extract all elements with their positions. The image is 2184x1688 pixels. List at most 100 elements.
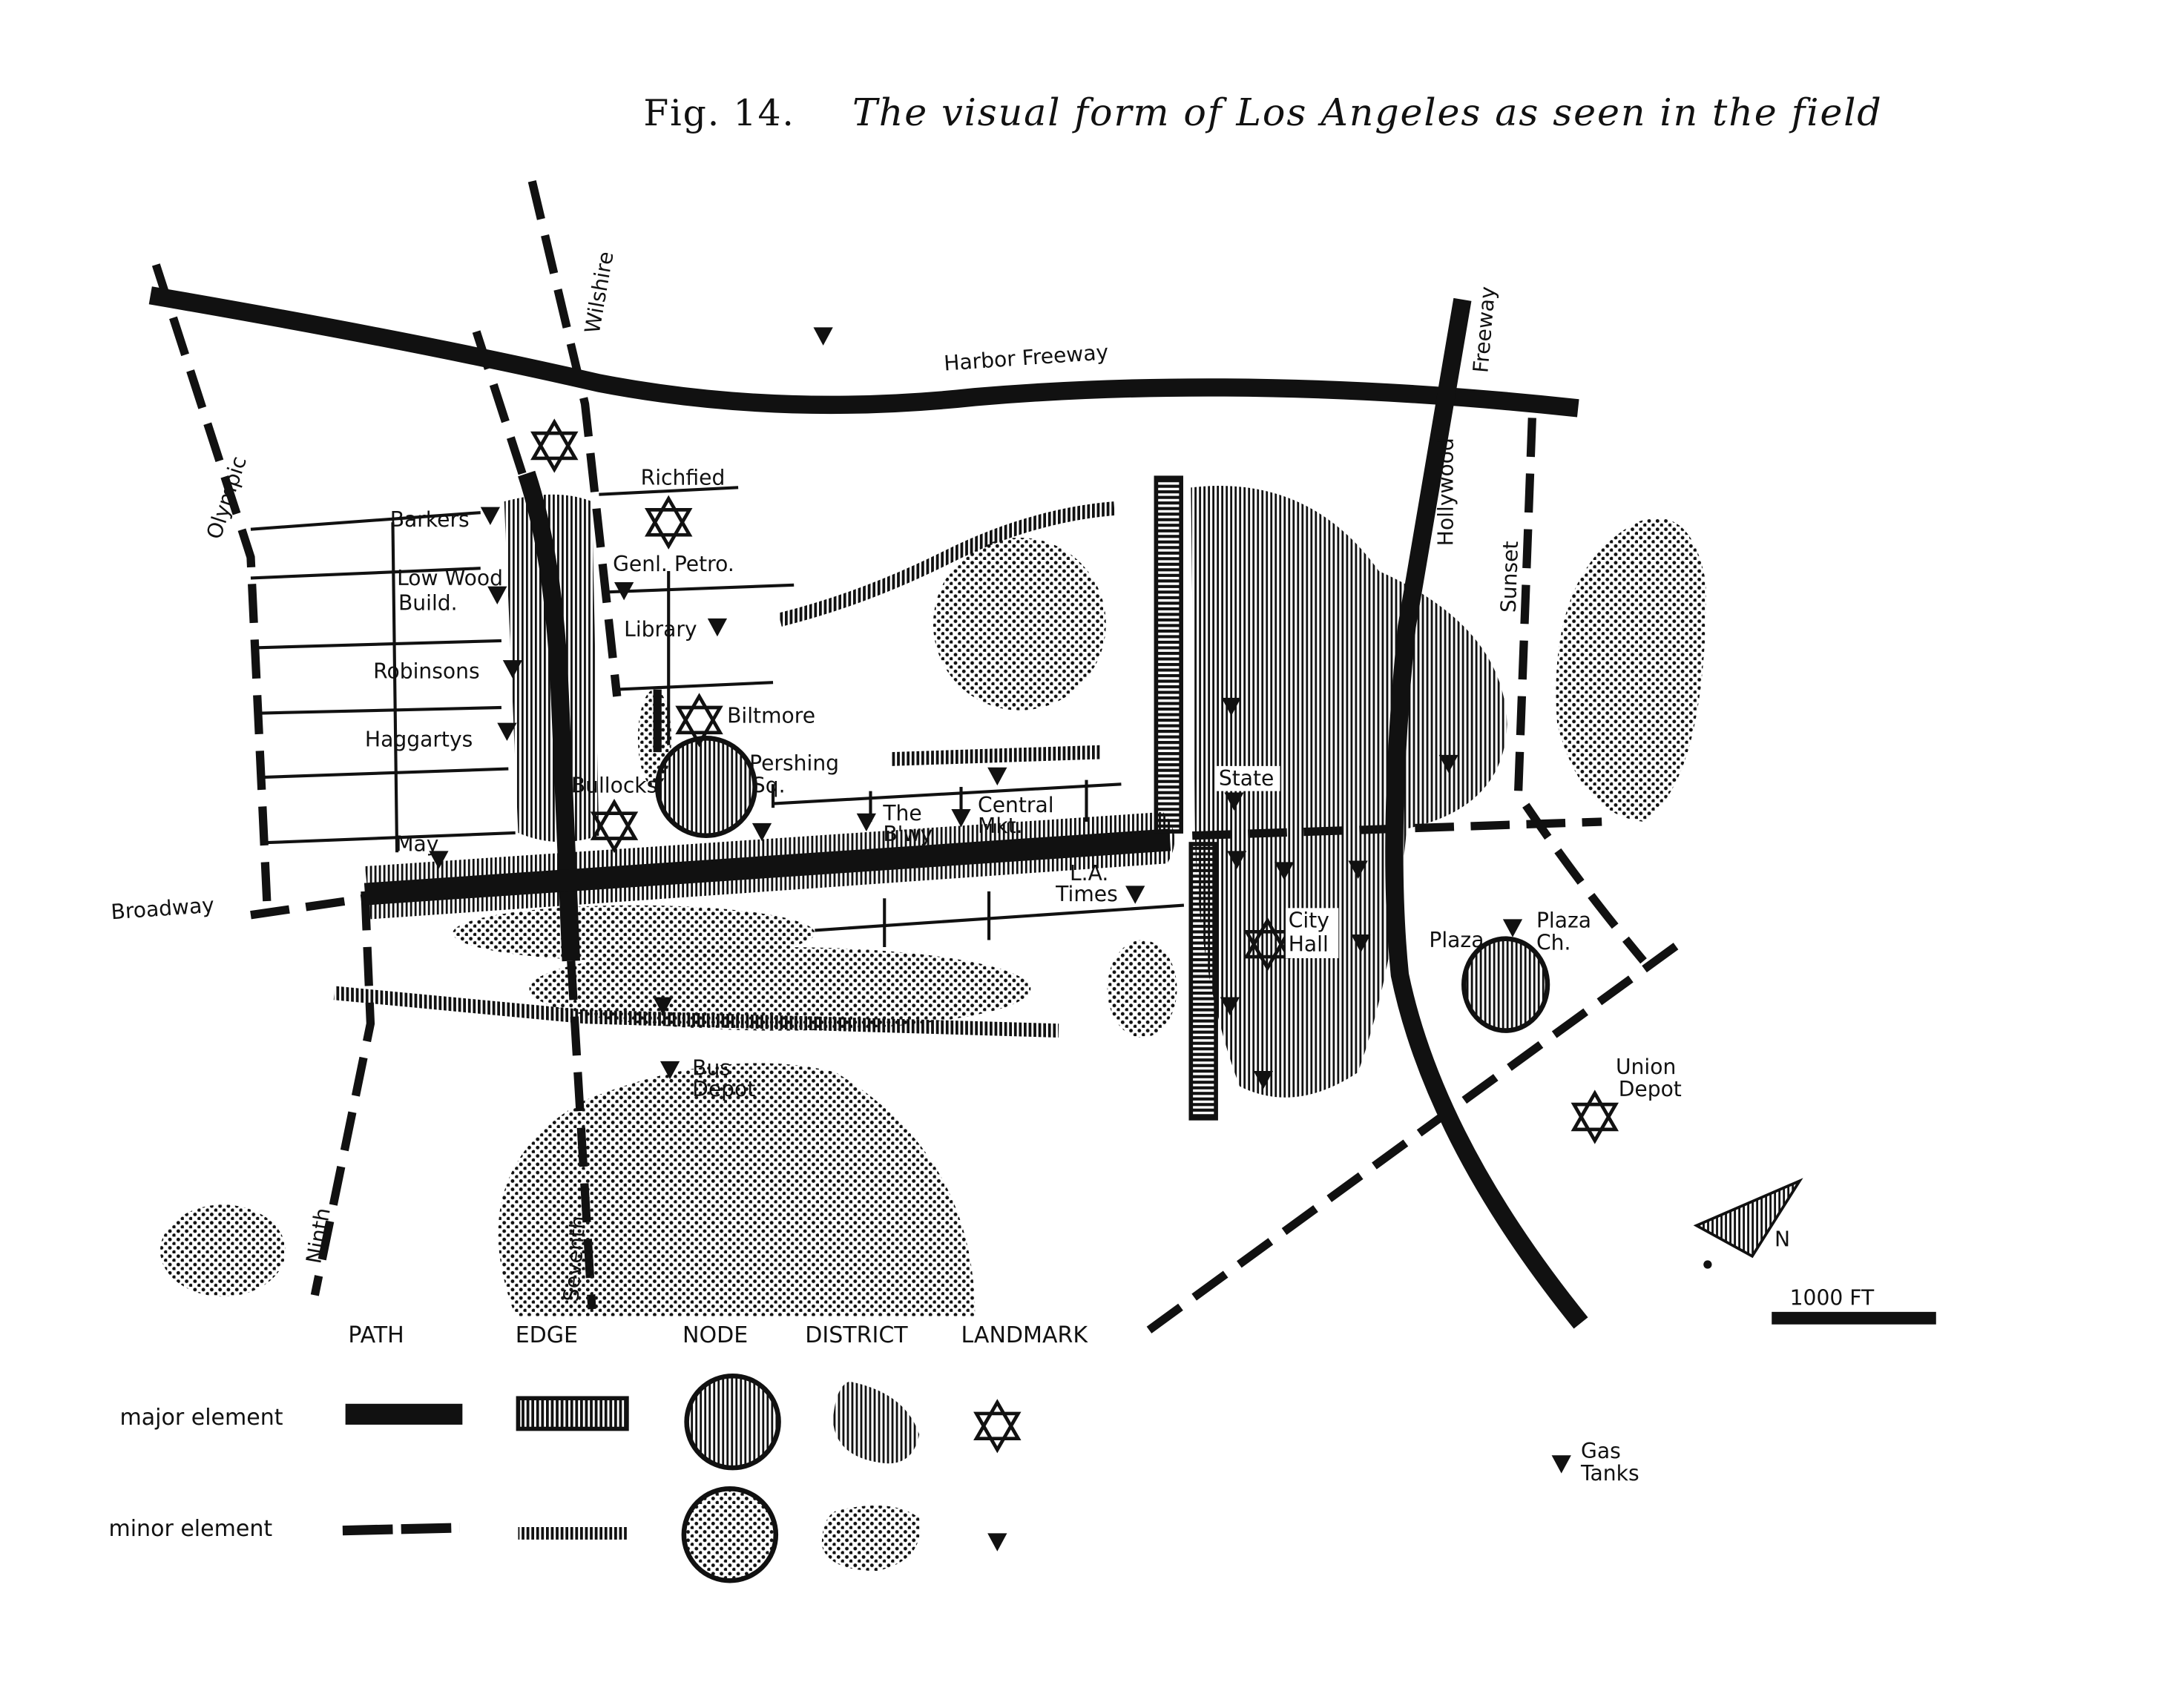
path-harbor-freeway [148, 286, 1579, 418]
minor-paths [151, 179, 1681, 1333]
path-seventh [518, 470, 580, 962]
legend-col-edge: EDGE [516, 1322, 578, 1348]
label-haggartys: Haggartys [365, 728, 473, 752]
triangle-icon [497, 722, 517, 742]
edges [333, 475, 1218, 1121]
label-the: The [882, 801, 921, 825]
label-sunset: Sunset [1496, 541, 1523, 613]
district-dotted-west [159, 1204, 286, 1297]
landmark-labels: Richfied Barkers Genl. Petro. Low Wood B… [365, 466, 1682, 1101]
label-gas: Gas [1581, 1439, 1621, 1463]
star-icon [533, 422, 575, 469]
label-may: May [395, 831, 438, 856]
label-freeway: Freeway [1468, 286, 1500, 374]
path-ninth [310, 891, 375, 1296]
legend-node-major [684, 1373, 781, 1471]
legend-path-major [345, 1403, 463, 1425]
label-barkers: Barkers [390, 507, 470, 532]
legend: PATH EDGE NODE DISTRICT LANDMARK major e… [108, 1322, 1089, 1583]
figure-caption: The visual form of Los Angeles as seen i… [852, 90, 1883, 134]
district-dotted-north [933, 537, 1106, 711]
triangle-icon [707, 618, 728, 637]
triangle-icon [951, 809, 971, 828]
label-la: L.A. [1070, 861, 1108, 886]
district-civic-center [1191, 486, 1507, 1098]
path-sunset [1513, 418, 1647, 964]
legend-col-node: NODE [682, 1322, 748, 1348]
edge-major-south [1188, 842, 1218, 1121]
north-arrow: N [1693, 1178, 1803, 1269]
label-plaza-ch-2: Ch. [1536, 931, 1570, 955]
label-sq: Sq. [752, 774, 786, 798]
district-dotted-east [1556, 518, 1706, 822]
path-olympic [151, 263, 272, 913]
edge-minor-curve [778, 501, 1115, 627]
triangle-icon [813, 327, 833, 346]
triangle-icon [987, 767, 1007, 786]
label-bullocks: Bullocks [571, 774, 658, 798]
scale-bar: 1000 FT [1772, 1285, 1936, 1325]
label-times: Times [1055, 882, 1118, 906]
scale-label: 1000 FT [1790, 1285, 1875, 1310]
star-icon [593, 802, 635, 850]
label-richfied: Richfied [641, 466, 726, 490]
edge-major-north [1154, 475, 1183, 834]
label-genl-petro: Genl. Petro. [613, 552, 734, 576]
path-broadway-west [250, 894, 366, 920]
label-central: Central [978, 793, 1054, 817]
legend-row-minor: minor element [108, 1516, 272, 1542]
label-bwy: B'wy [883, 822, 933, 846]
district-dotted-small [1107, 940, 1177, 1038]
triangle-icon [856, 813, 876, 832]
label-plaza: Plaza [1429, 928, 1484, 952]
edge-minor-mid [891, 745, 1101, 766]
label-harbor-freeway: Harbor Freeway [943, 340, 1109, 375]
edge-minor-south [333, 986, 1059, 1038]
label-mkt: Mkt. [978, 814, 1023, 838]
triangle-icon [1125, 886, 1145, 904]
triangle-icon [480, 507, 501, 526]
north-label: N [1774, 1227, 1790, 1252]
legend-col-landmark: LANDMARK [961, 1322, 1089, 1348]
legend-district-minor [821, 1505, 921, 1572]
triangle-icon [751, 822, 772, 842]
legend-landmark-major-star-icon [976, 1402, 1018, 1450]
major-paths [148, 286, 1588, 1329]
label-broadway: Broadway [110, 893, 215, 925]
label-low-wood: Low Wood [397, 566, 503, 590]
legend-district-major [832, 1381, 920, 1464]
star-icon [648, 498, 689, 546]
label-city: City [1289, 909, 1329, 933]
label-union-depot: Depot [1619, 1077, 1682, 1101]
path-wilshire [527, 179, 622, 697]
label-depot: Depot [692, 1077, 755, 1101]
district-dotted-south-1 [453, 905, 815, 961]
district-dotted-south-2 [529, 946, 1031, 1031]
label-hall: Hall [1289, 932, 1329, 957]
legend-landmark-minor-triangle-icon [987, 1533, 1007, 1552]
label-union: Union [1616, 1055, 1676, 1079]
legend-path-minor [342, 1523, 460, 1536]
label-library: Library [624, 617, 697, 642]
label-olympic: Olympic [202, 453, 251, 542]
label-hollywood: Hollywood [1433, 438, 1458, 546]
label-robinsons: Robinsons [373, 659, 479, 684]
label-wilshire: Wilshire [580, 250, 619, 336]
label-plaza-ch-1: Plaza [1536, 909, 1591, 933]
legend-node-minor [681, 1486, 779, 1583]
path-hollywood-freeway [1385, 297, 1588, 1329]
figure-number: Fig. 14. [643, 92, 795, 134]
node-pershing-square [654, 736, 757, 839]
district-dotted-skid-row [498, 1063, 976, 1316]
minor-street-grid [250, 486, 1185, 947]
node-plaza [1461, 936, 1550, 1033]
label-pershing: Pershing [749, 751, 839, 775]
label-biltmore: Biltmore [727, 704, 815, 728]
legend-col-path: PATH [348, 1322, 404, 1348]
label-bus: Bus [692, 1056, 731, 1081]
legend-edge-major [516, 1396, 629, 1431]
path-broadway [364, 828, 1171, 906]
triangle-icon [1502, 919, 1523, 937]
label-state: State [1219, 766, 1274, 791]
